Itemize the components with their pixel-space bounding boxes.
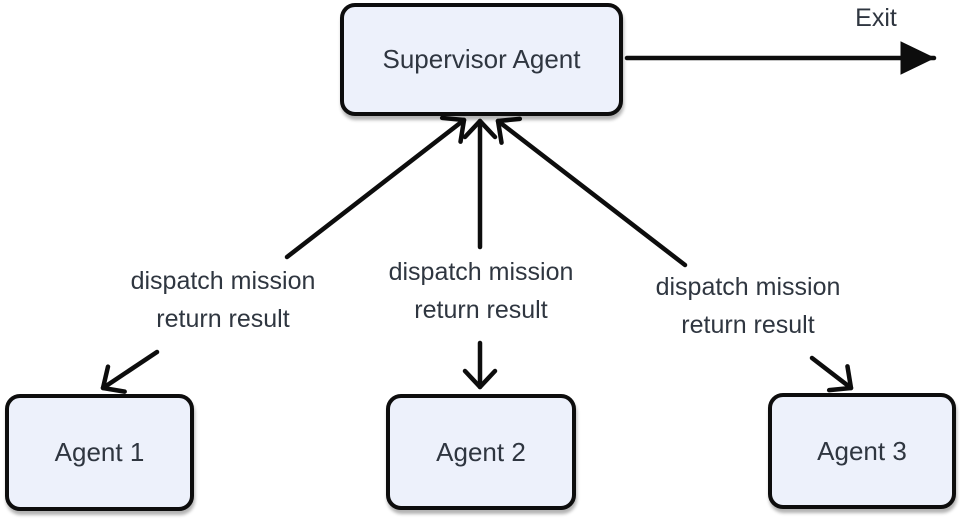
agent-3-label: Agent 3 [817,435,907,466]
edge-label-agent1-line1: dispatch mission [130,267,316,295]
edge-label-agent2-line1: dispatch mission [388,258,574,286]
agent-2-label: Agent 2 [436,436,526,467]
edge-label-agent2-line2: return result [414,296,548,324]
edge-label-agent1: dispatch mission return result [131,262,316,338]
supervisor-agent-label: Supervisor Agent [382,44,581,74]
supervisor-agent-node: Supervisor Agent [340,3,623,116]
edge-label-agent3-line1: dispatch mission [655,273,841,301]
agent-1-label: Agent 1 [54,437,145,467]
exit-label: Exit [855,4,897,32]
edge-supervisor-to-agent1 [100,349,160,394]
edge-label-agent3: dispatch mission return result [656,268,841,344]
edge-label-agent2: dispatch mission return result [389,253,574,329]
agent-1-node: Agent 1 [5,394,194,511]
edge-agent1-to-supervisor [284,115,467,260]
edge-supervisor-to-agent3 [809,355,854,393]
edge-agent3-to-supervisor [495,116,688,268]
agent-2-node: Agent 2 [386,394,576,510]
agent-3-node: Agent 3 [768,393,956,509]
edge-label-agent1-line2: return result [156,305,290,333]
edge-label-agent3-line2: return result [681,311,815,339]
